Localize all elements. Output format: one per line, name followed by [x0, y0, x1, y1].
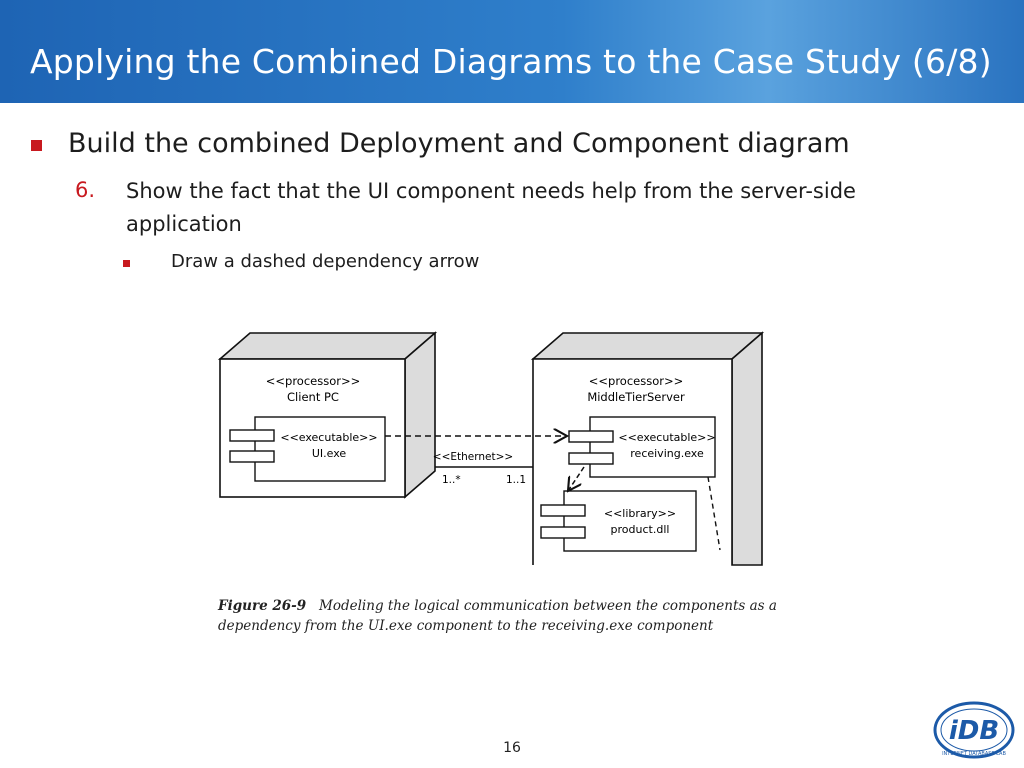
bullet-level3-text: Draw a dashed dependency arrow [171, 251, 480, 272]
numbered-item-text: Show the fact that the UI component need… [126, 179, 856, 236]
logo-ring-text: INTERNET DATABASE LAB [942, 751, 1006, 757]
component-tab-icon [229, 450, 275, 463]
right-multiplicity: 1..1 [506, 474, 526, 486]
figure-caption: Figure 26-9 Modeling the logical communi… [218, 596, 818, 636]
component-tab-icon [568, 452, 614, 465]
product-dll-component: <<library>> product.dll [540, 490, 697, 552]
component-tab-icon [568, 430, 614, 443]
component-tab-icon [540, 504, 586, 517]
logo-text: iDB [949, 716, 999, 746]
component-tab-icon [229, 429, 275, 442]
receiving-exe-component: <<executable>> receiving.exe [568, 416, 716, 478]
receiving-component-stereotype: <<executable>> [618, 431, 715, 444]
deployment-component-diagram: <<processor>> Client PC <<executable>> U… [217, 331, 765, 566]
product-component-stereotype: <<library>> [604, 507, 676, 520]
page-number: 16 [503, 740, 521, 756]
ui-component-name: UI.exe [312, 447, 347, 460]
server-node-stereotype: <<processor>> [589, 374, 684, 388]
ui-exe-component: <<executable>> UI.exe [229, 416, 386, 482]
small-square-bullet-icon [123, 260, 130, 267]
product-component-name: product.dll [611, 523, 670, 536]
client-node-stereotype: <<processor>> [266, 374, 361, 388]
receiving-component-name: receiving.exe [630, 447, 704, 460]
ui-component-stereotype: <<executable>> [280, 431, 377, 444]
server-node-name: MiddleTierServer [587, 390, 685, 404]
ethernet-link: <<Ethernet>> 1..* 1..1 [433, 451, 533, 486]
component-tab-icon [540, 526, 586, 539]
figure-label: Figure 26-9 [218, 598, 307, 614]
slide-title: Applying the Combined Diagrams to the Ca… [30, 42, 992, 81]
dependency-arrow-receiving-to-product [568, 466, 585, 491]
bullet-level1-text: Build the combined Deployment and Compon… [68, 128, 850, 159]
left-multiplicity: 1..* [442, 474, 461, 486]
figure-caption-text: Modeling the logical communication betwe… [218, 598, 777, 634]
idb-logo: iDB INTERNET DATABASE LAB [933, 701, 1015, 759]
ethernet-stereotype: <<Ethernet>> [433, 451, 513, 463]
square-bullet-icon [31, 140, 42, 151]
dependency-line-cropped [707, 476, 721, 551]
client-pc-node: <<processor>> Client PC [217, 331, 438, 499]
numbered-marker: 6. [75, 178, 96, 202]
title-bar: Applying the Combined Diagrams to the Ca… [0, 0, 1024, 103]
client-node-name: Client PC [287, 390, 339, 404]
